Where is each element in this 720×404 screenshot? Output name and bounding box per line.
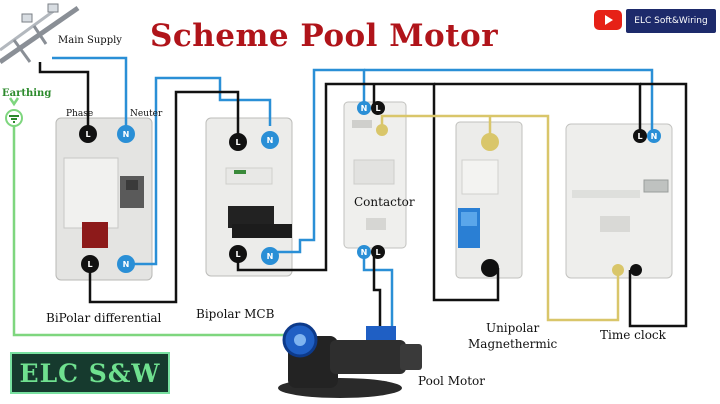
time-clock-label: Time clock: [600, 328, 666, 342]
channel-name-badge[interactable]: ELC Soft&Wiring: [626, 9, 716, 33]
terminal-l-label: L: [87, 260, 92, 269]
control-terminal: [481, 133, 499, 151]
earth-wire: [8, 97, 290, 337]
terminal-n-label: N: [361, 248, 368, 257]
terminal-n-label: N: [123, 130, 130, 139]
pool-motor-label: Pool Motor: [418, 374, 485, 388]
phase-terminal: [630, 264, 642, 276]
pool-motor-pump-icon: [278, 322, 422, 398]
contactor-device: [343, 101, 407, 249]
terminal-n-label: N: [651, 132, 658, 141]
terminal-n: [117, 125, 135, 143]
power-pylon-icon: [0, 3, 80, 65]
terminal-n: [357, 101, 371, 115]
control-terminal: [376, 124, 388, 136]
terminals: L N L N L N L N N L N L L N: [79, 101, 661, 277]
neuter-label: Neuter: [130, 109, 163, 119]
phase-terminal: [481, 259, 499, 277]
youtube-play-icon[interactable]: [594, 10, 622, 30]
terminal-n: [261, 131, 279, 149]
bipolar-mcb-device: [205, 117, 293, 277]
time-clock-device: [565, 123, 673, 279]
terminal-n: [261, 247, 279, 265]
main-supply-label: Main Supply: [58, 35, 122, 46]
terminal-l-label: L: [235, 250, 240, 259]
terminal-l-label: L: [375, 104, 380, 113]
bipolar-mcb-label: Bipolar MCB: [196, 307, 275, 321]
terminal-l: [81, 255, 99, 273]
terminal-l: [229, 245, 247, 263]
terminal-n: [647, 129, 661, 143]
terminal-l: [79, 125, 97, 143]
terminal-l: [371, 101, 385, 115]
terminal-n-label: N: [123, 260, 130, 269]
unipolar-label-line2: Magnethermic: [468, 337, 558, 351]
control-terminal: [612, 264, 624, 276]
terminal-l-label: L: [637, 132, 642, 141]
neutral-wire: [52, 56, 654, 354]
unipolar-magnethermic-label: Unipolar Magnethermic: [468, 320, 557, 352]
terminal-l: [371, 245, 385, 259]
terminal-n-label: N: [267, 136, 274, 145]
unipolar-label-line1: Unipolar: [485, 321, 540, 335]
phase-wire: [38, 62, 688, 354]
terminal-l: [633, 129, 647, 143]
earthing-label: Earthing: [2, 88, 52, 99]
earth-ground-icon: [5, 109, 23, 127]
terminal-l-label: L: [235, 138, 240, 147]
terminal-n: [117, 255, 135, 273]
terminal-n-label: N: [361, 104, 368, 113]
elc-logo: ELC S&W: [10, 352, 170, 394]
terminal-n-label: N: [267, 252, 274, 261]
page-title: Scheme Pool Motor: [150, 18, 499, 54]
terminal-l-label: L: [375, 248, 380, 257]
terminal-l: [229, 133, 247, 151]
phase-label: Phase: [66, 109, 94, 119]
terminal-l-label: L: [85, 130, 90, 139]
unipolar-magnethermic-device: [455, 121, 523, 279]
bipolar-differential-label: BiPolar differential: [46, 311, 162, 325]
bipolar-differential-device: [55, 117, 153, 281]
contactor-label: Contactor: [354, 195, 415, 209]
terminal-n: [357, 245, 371, 259]
